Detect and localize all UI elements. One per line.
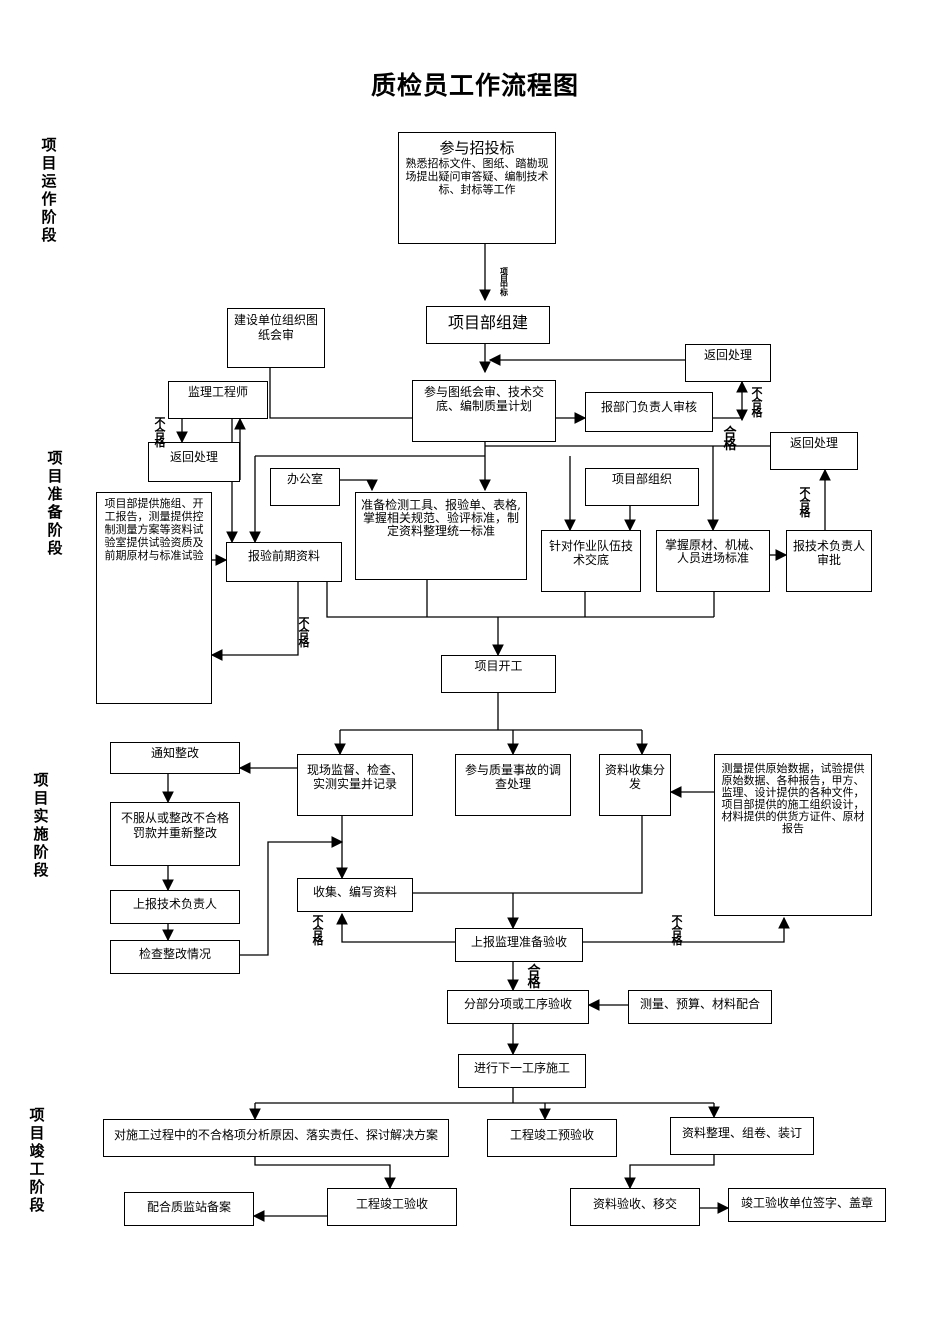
connector-39 (240, 836, 344, 956)
node-pre-final: 工程竣工预验收 (487, 1119, 617, 1157)
connector-14 (340, 479, 378, 492)
node-tech-approval: 报技术负责人审批 (786, 530, 872, 592)
stage-label-operation: 项目运作阶段 (41, 136, 57, 244)
node-data-collect: 资料收集分发 (599, 754, 671, 816)
connector-4 (269, 368, 412, 419)
node-check-fix: 检查整改情况 (110, 940, 240, 974)
node-bid-detail: 熟悉招标文件、图纸、踏勘现场提出疑问审答疑、编制技术标、封标等工作 (405, 157, 549, 196)
edge-label-fail-6: 不合格 (671, 914, 683, 947)
node-project-org: 项目部组织 (585, 468, 699, 506)
edge-label-fail-2: 不合格 (154, 416, 166, 449)
edge-label-fail-3: 不合格 (799, 486, 811, 519)
connector-43 (336, 912, 455, 943)
stage-label-implementation: 项目实施阶段 (33, 771, 49, 879)
connector-54 (624, 1155, 715, 1190)
node-dept-provide: 项目部提供施组、开工报告，测量提供控制测量方案等资料试验室提供试验资质及前期原材… (96, 492, 212, 704)
stage-label-completion: 项目竣工阶段 (29, 1106, 45, 1214)
edge-label-pass-1: 合格 (723, 426, 737, 453)
node-team-setup: 项目部组建 (426, 306, 550, 344)
connector-23 (210, 582, 299, 661)
connector-53 (254, 1157, 396, 1190)
node-handover: 资料验收、移交 (570, 1188, 700, 1226)
node-filing: 配合质监站备案 (124, 1192, 254, 1226)
edge-label-fail-1: 不合格 (751, 386, 763, 419)
node-collect-compile: 收集、编写资料 (297, 878, 413, 912)
node-material-control: 掌握原材、机械、人员进场标准 (656, 530, 770, 592)
node-supervisor: 监理工程师 (168, 381, 268, 419)
node-return-1: 返回处理 (685, 344, 771, 382)
node-sign-seal: 竣工验收单位签字、盖章 (728, 1188, 886, 1222)
node-bid-title: 参与招投标 (439, 139, 515, 157)
connector-44 (583, 916, 790, 943)
node-team-briefing: 针对作业队伍技术交底 (541, 530, 641, 592)
node-accident: 参与质量事故的调查处理 (455, 754, 571, 816)
node-report-tech: 上报技术负责人 (110, 890, 240, 924)
edge-label-fail-4: 不合格 (298, 616, 310, 649)
stage-label-preparation: 项目准备阶段 (47, 449, 63, 557)
node-drawing-review: 参与图纸会审、技术交底、编制质量计划 (412, 380, 556, 442)
node-notify-fix: 通知整改 (110, 742, 240, 774)
connector-41 (413, 816, 643, 894)
node-dept-review: 报部门负责人审核 (585, 392, 713, 432)
node-prepare-tools: 准备检测工具、报验单、表格,掌握相关规范、验评标准，制定资料整理统一标准 (355, 492, 527, 580)
node-penalty: 不服从或整改不合格罚款并重新整改 (110, 802, 240, 866)
node-final-accept: 工程竣工验收 (327, 1188, 457, 1226)
edge-label-fail-5: 不合格 (312, 914, 324, 947)
node-return-2: 返回处理 (148, 442, 240, 482)
node-site-supervision: 现场监督、检查、实测实量并记录 (297, 754, 413, 816)
node-coordination: 测量、预算、材料配合 (628, 990, 772, 1024)
node-bid: 参与招投标 熟悉招标文件、图纸、踏勘现场提出疑问审答疑、编制技术标、封标等工作 (398, 132, 556, 244)
node-owner-review: 建设单位组织图纸会审 (227, 308, 325, 368)
node-sub-acceptance: 分部分项或工序验收 (447, 990, 589, 1024)
edge-label-win-bid: 项目中标 (500, 266, 508, 297)
edge-label-pass-2: 合格 (527, 964, 541, 991)
node-analysis: 对施工过程中的不合格项分析原因、落实责任、探讨解决方案 (103, 1119, 449, 1157)
node-survey-data: 测量提供原始数据，试验提供原始数据、各种报告，甲方、监理、设计提供的各种文件，项… (714, 754, 872, 916)
page-title: 质检员工作流程图 (370, 71, 579, 100)
node-next-process: 进行下一工序施工 (458, 1054, 586, 1088)
node-office: 办公室 (270, 468, 340, 506)
node-pre-inspection: 报验前期资料 (226, 542, 342, 582)
node-archive: 资料整理、组卷、装订 (670, 1117, 814, 1155)
node-return-3: 返回处理 (770, 432, 858, 470)
node-report-supervision: 上报监理准备验收 (455, 928, 583, 962)
node-project-start: 项目开工 (441, 655, 556, 693)
